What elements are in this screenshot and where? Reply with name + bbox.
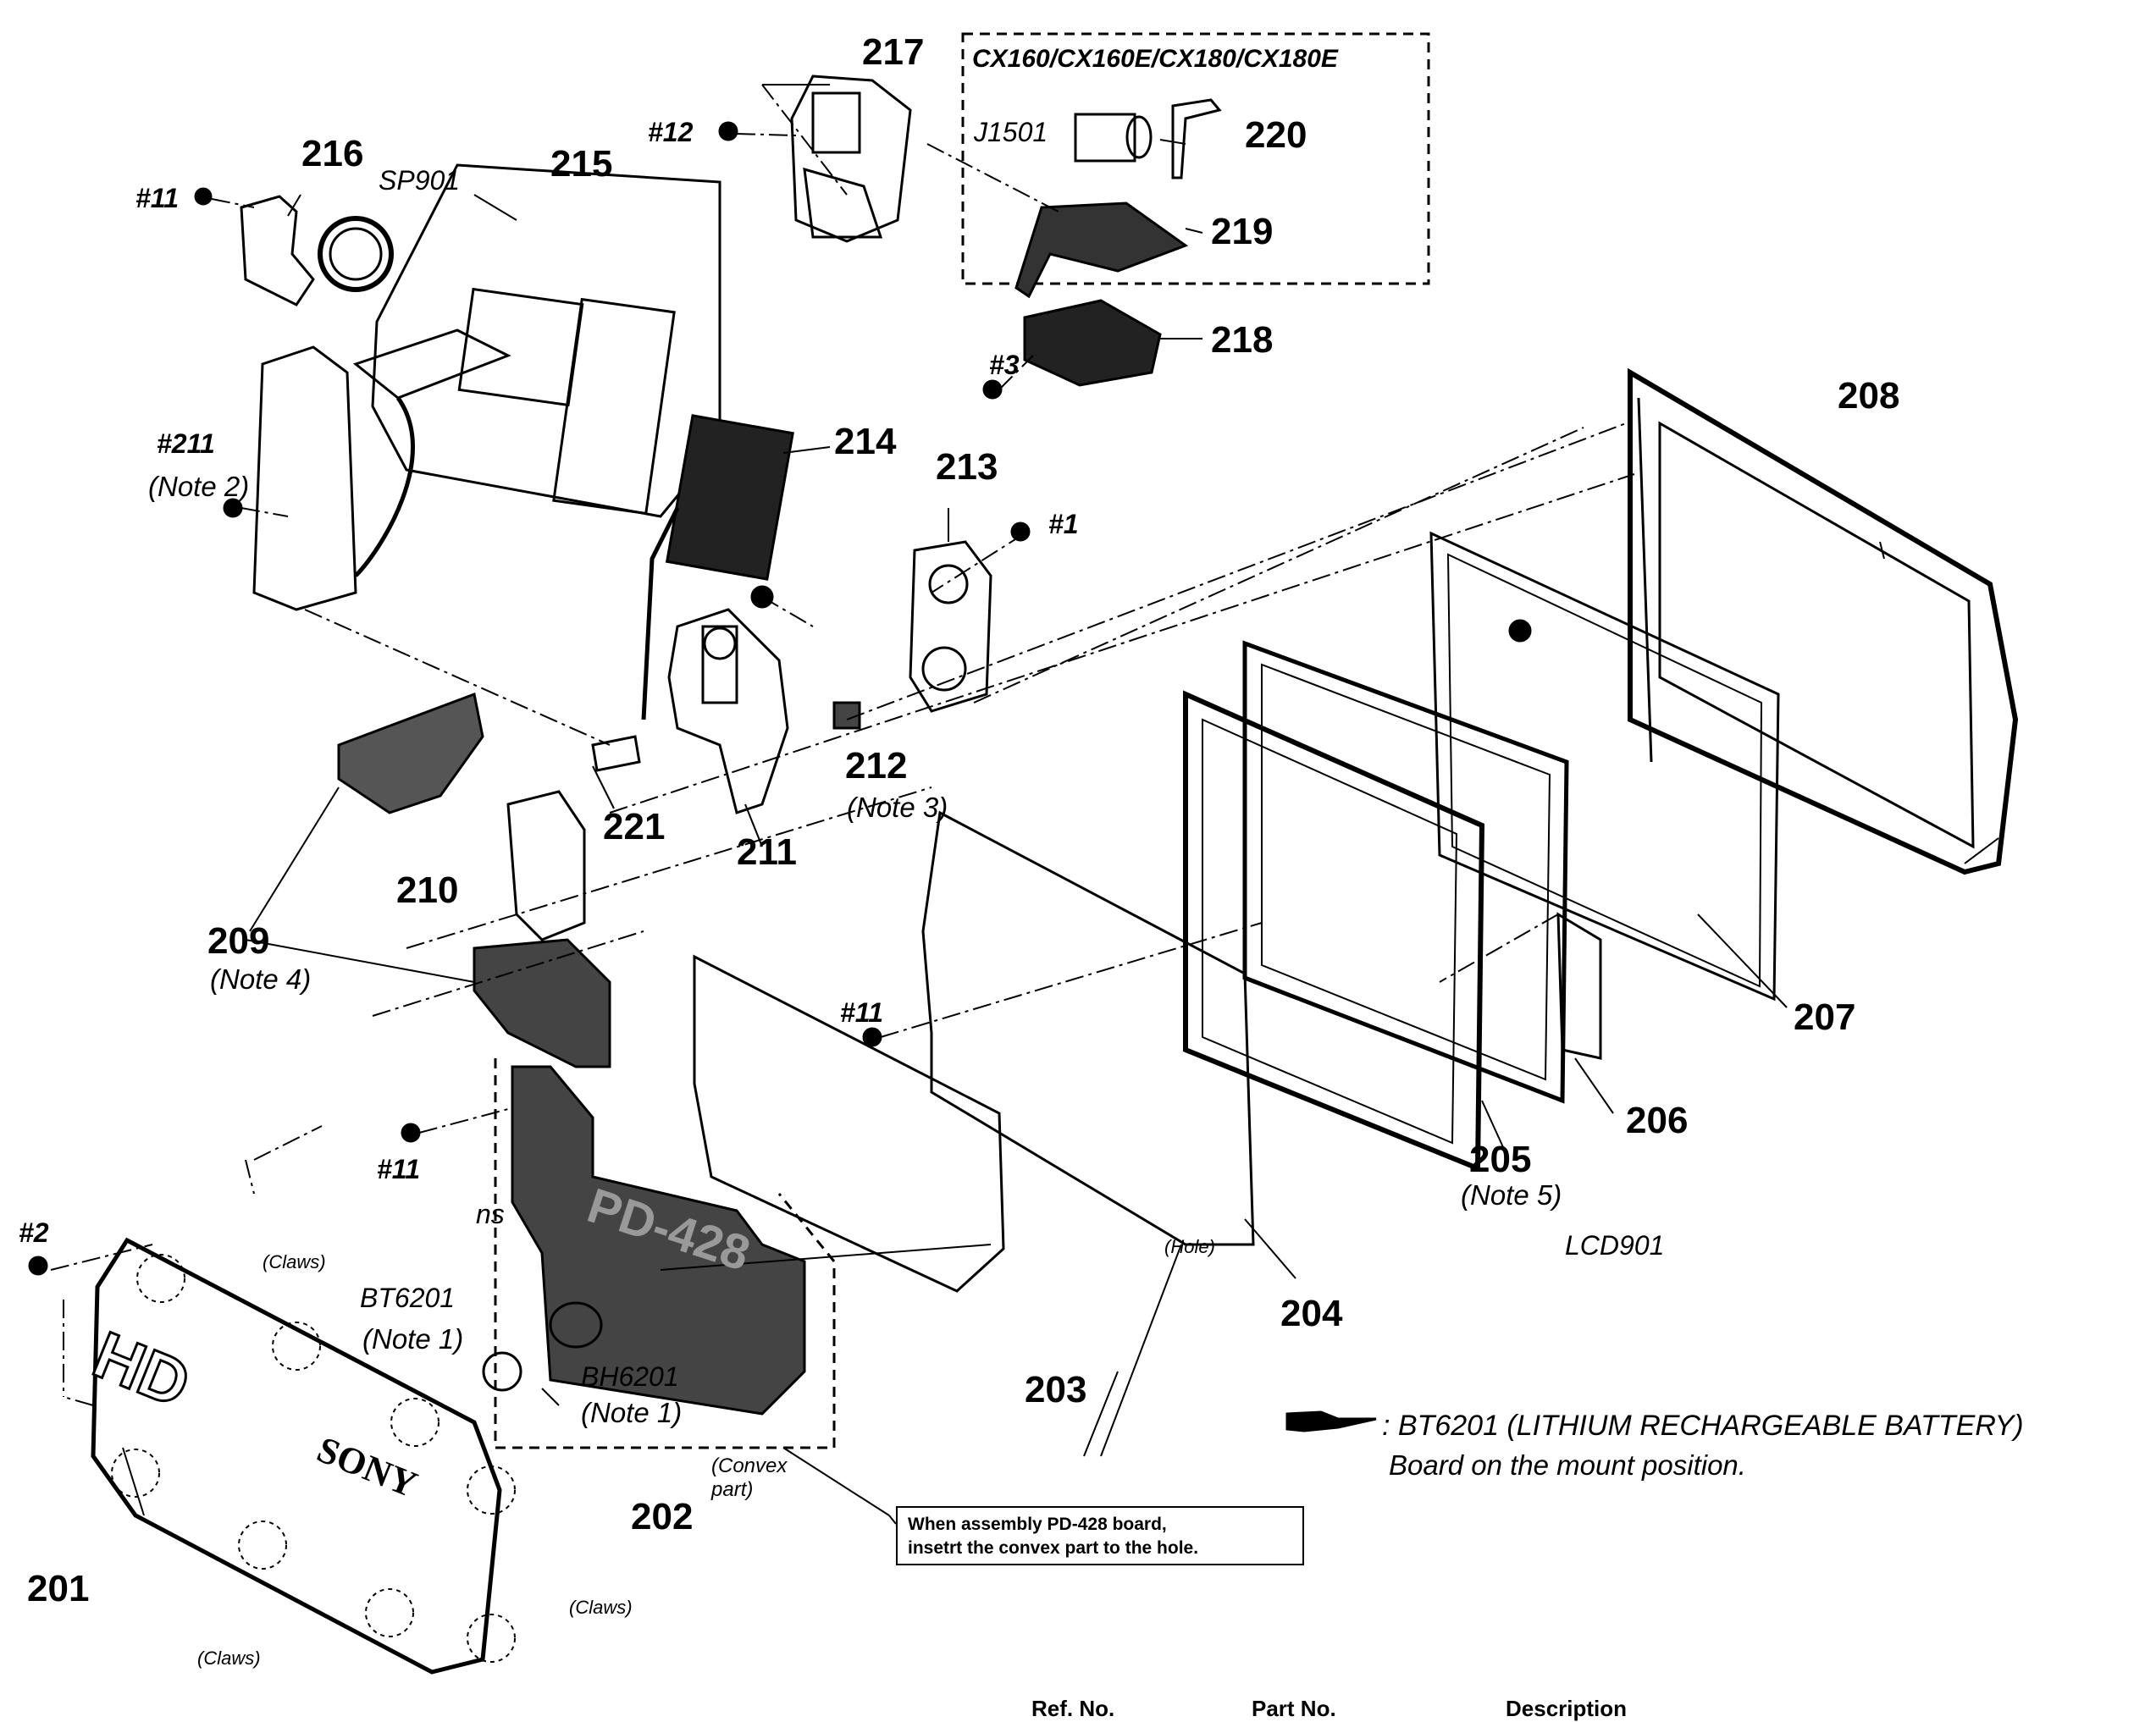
part-210-cover bbox=[506, 790, 586, 941]
table-header-ref: Ref. No. bbox=[1031, 1696, 1115, 1721]
part-label-208: 208 bbox=[1838, 375, 1900, 417]
part-label-221: 221 bbox=[603, 806, 666, 847]
part-203-plate bbox=[693, 954, 1005, 1293]
part-label-201: 201 bbox=[27, 1568, 90, 1609]
annotation-hole: (Hole) bbox=[1164, 1236, 1215, 1257]
annotation-claws-right: (Claws) bbox=[569, 1597, 633, 1618]
part-label-213: 213 bbox=[936, 446, 998, 488]
note-3: (Note 3) bbox=[847, 792, 948, 823]
screw-3 bbox=[982, 379, 1003, 400]
part-215-frame bbox=[371, 163, 721, 518]
screw-label-3: #3 bbox=[989, 350, 1020, 380]
part-216-bracket bbox=[240, 195, 315, 306]
screw-11-low bbox=[401, 1123, 421, 1143]
part-205-panel bbox=[1183, 690, 1485, 1173]
screw-2 bbox=[28, 1256, 48, 1276]
table-header-part: Part No. bbox=[1252, 1696, 1336, 1721]
screw-label-2: #2 bbox=[19, 1217, 49, 1248]
part-217-jack bbox=[790, 75, 912, 243]
callout-line-2: insetrt the convex part to the hole. bbox=[908, 1538, 1199, 1558]
legend-battery-marker-shape bbox=[1285, 1410, 1377, 1432]
annotation-convex: (Convex bbox=[711, 1454, 788, 1477]
part-207-lcd bbox=[1242, 640, 1569, 1104]
ref-sp901: SP901 bbox=[379, 165, 461, 196]
annotation-claws-top: (Claws) bbox=[263, 1251, 326, 1272]
part-label-219: 219 bbox=[1211, 211, 1274, 252]
bh6201-holder bbox=[549, 1301, 603, 1349]
part-209-upper bbox=[337, 692, 484, 814]
note-5: (Note 5) bbox=[1461, 1179, 1562, 1211]
legend-line-1: : BT6201 (LITHIUM RECHARGEABLE BATTERY) bbox=[1382, 1410, 2024, 1442]
part-label-209: 209 bbox=[207, 920, 270, 962]
ref-ns: ns bbox=[476, 1199, 505, 1229]
screw-11-mid bbox=[862, 1027, 882, 1047]
part-214-sheet bbox=[665, 414, 794, 581]
part-211-hinge bbox=[667, 608, 789, 814]
part-label-218: 218 bbox=[1211, 319, 1274, 361]
part-221-sheet bbox=[591, 735, 641, 772]
part-204-frame bbox=[921, 810, 1255, 1246]
screw-label-211: #211 bbox=[157, 428, 215, 459]
variant-box-title: CX160/CX160E/CX180/CX180E bbox=[972, 45, 1338, 73]
note-4: (Note 4) bbox=[210, 963, 312, 995]
note-1-bt: (Note 1) bbox=[362, 1323, 464, 1355]
part-label-215: 215 bbox=[550, 143, 613, 185]
ref-bt6201: BT6201 bbox=[360, 1283, 456, 1313]
screw-label-12: #12 bbox=[648, 117, 694, 147]
screw-label-11-mid: #11 bbox=[840, 997, 884, 1028]
note-2: (Note 2) bbox=[148, 471, 250, 502]
ref-j1501: J1501 bbox=[974, 117, 1048, 147]
part-label-211: 211 bbox=[737, 831, 797, 873]
part-201-cover bbox=[91, 1237, 502, 1675]
part-219-flex bbox=[1014, 201, 1189, 299]
variant-dashed-box bbox=[961, 32, 1430, 285]
table-header-desc: Description bbox=[1506, 1696, 1628, 1721]
part-label-205: 205 bbox=[1469, 1139, 1532, 1180]
speaker-sp901 bbox=[318, 216, 394, 292]
annotation-claws-bottom: (Claws) bbox=[197, 1647, 261, 1669]
part-218-board bbox=[1023, 299, 1162, 387]
part-202-board bbox=[511, 1065, 806, 1416]
screw-label-11-top: #11 bbox=[135, 183, 180, 213]
part-label-217: 217 bbox=[862, 31, 925, 73]
part-208-bezel bbox=[1628, 367, 2019, 875]
part-label-203: 203 bbox=[1025, 1369, 1087, 1410]
screw-label-11-low: #11 bbox=[377, 1154, 421, 1184]
screw-211 bbox=[223, 498, 243, 518]
note-1-bh: (Note 1) bbox=[581, 1397, 683, 1428]
part-label-207: 207 bbox=[1794, 996, 1856, 1038]
part-label-210: 210 bbox=[396, 869, 459, 911]
callout-line-1: When assembly PD-428 board, bbox=[908, 1515, 1167, 1534]
part-label-216: 216 bbox=[301, 133, 364, 174]
part-label-202: 202 bbox=[631, 1496, 694, 1537]
legend-line-2: Board on the mount position. bbox=[1389, 1449, 1746, 1481]
screw-12 bbox=[718, 121, 738, 141]
part-label-204: 204 bbox=[1280, 1293, 1343, 1334]
part-206-frame bbox=[1429, 531, 1780, 1002]
part-220-clip bbox=[1171, 98, 1222, 179]
bt6201-battery bbox=[482, 1351, 522, 1392]
j1501-connector bbox=[1074, 113, 1136, 163]
screw-label-1: #1 bbox=[1048, 509, 1079, 539]
screw-11-top bbox=[194, 187, 213, 206]
board-dashed-box bbox=[494, 1058, 836, 1449]
part-209-lower bbox=[473, 938, 611, 1068]
ref-bh6201: BH6201 bbox=[581, 1361, 679, 1392]
part-label-220: 220 bbox=[1245, 114, 1307, 156]
part-label-212: 212 bbox=[845, 745, 908, 786]
annotation-convex-part: part) bbox=[711, 1478, 754, 1501]
part-213-hinge bbox=[909, 540, 992, 713]
screw-1 bbox=[1010, 522, 1031, 542]
part-label-206: 206 bbox=[1626, 1100, 1689, 1141]
part-label-214: 214 bbox=[834, 421, 897, 462]
assembly-callout-box: When assembly PD-428 board, insetrt the … bbox=[896, 1506, 1304, 1565]
part-212-block bbox=[832, 701, 861, 730]
ref-lcd901: LCD901 bbox=[1565, 1230, 1665, 1261]
